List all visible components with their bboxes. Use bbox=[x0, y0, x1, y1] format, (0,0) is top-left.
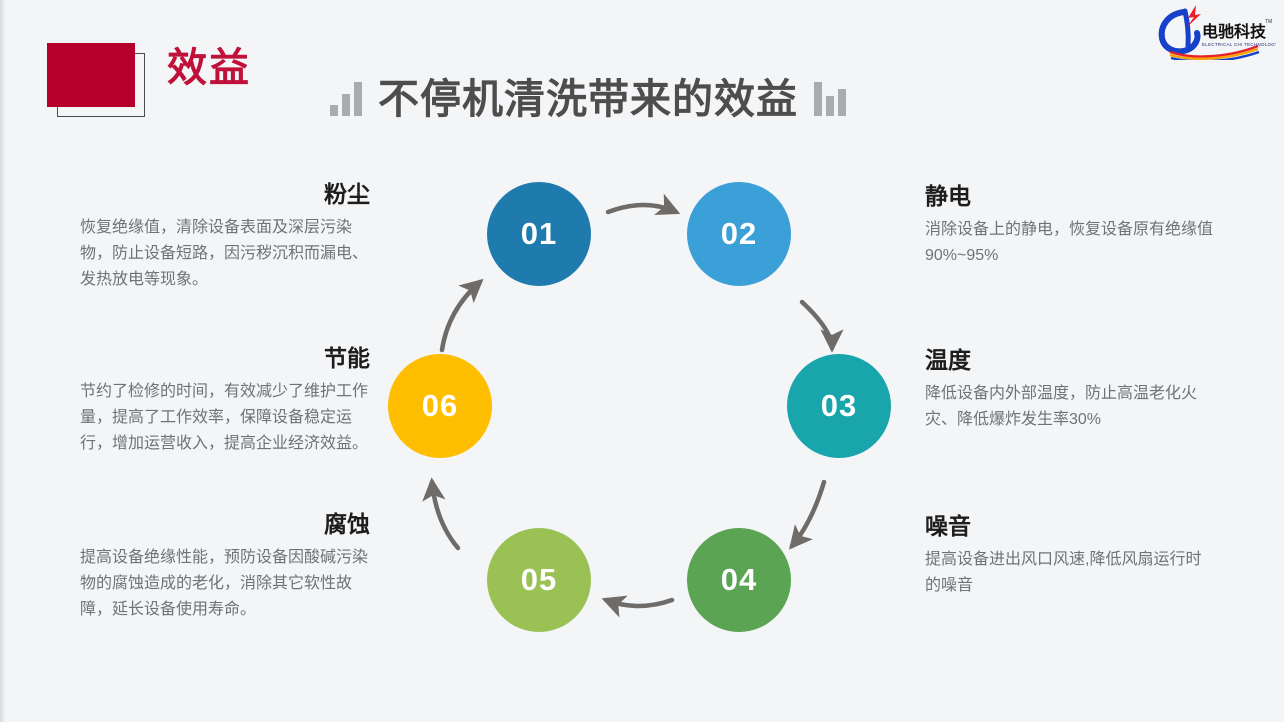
benefit-block-corrosion: 腐蚀 提高设备绝缘性能，预防设备因酸碱污染物的腐蚀造成的老化，消除其它软性故障，… bbox=[80, 511, 370, 623]
cycle-node-01[interactable]: 01 bbox=[487, 182, 591, 286]
kicker-badge bbox=[47, 43, 145, 117]
cycle-node-03[interactable]: 03 bbox=[787, 354, 891, 458]
cycle-node-03-label: 03 bbox=[820, 388, 858, 423]
arrow-01-to-02 bbox=[605, 193, 681, 215]
benefit-block-temperature: 温度 降低设备内外部温度，防止高温老化火灾、降低爆炸发生率30% bbox=[925, 347, 1215, 433]
kicker-red-square bbox=[47, 43, 135, 107]
logo-en-text: ELECTRICAL CHI TECHNOLOGY bbox=[1202, 42, 1276, 47]
cycle-node-04[interactable]: 04 bbox=[687, 528, 791, 632]
arrow-03-to-04 bbox=[789, 479, 827, 550]
benefit-body-dust: 恢复绝缘值，清除设备表面及深层污染物，防止设备短路，因污秽沉积而漏电、发热放电等… bbox=[80, 219, 369, 289]
arrow-04-to-05 bbox=[601, 595, 675, 618]
arrow-05-to-06 bbox=[422, 477, 461, 551]
benefit-body-noise: 提高设备进出风口风速,降低风扇运行时的噪音 bbox=[925, 551, 1202, 595]
cycle-node-05[interactable]: 05 bbox=[487, 528, 591, 632]
cycle-node-02-label: 02 bbox=[720, 216, 758, 251]
cycle-node-06-label: 06 bbox=[421, 388, 459, 423]
benefit-body-energy: 节约了检修的时间，有效减少了维护工作量，提高了工作效率，保障设备稳定运行，增加运… bbox=[80, 383, 369, 453]
arrow-06-to-01 bbox=[439, 278, 484, 353]
logo-tm-text: TM bbox=[1265, 19, 1272, 25]
benefit-title-temperature: 温度 bbox=[925, 347, 971, 373]
benefit-title-energy: 节能 bbox=[324, 345, 370, 371]
company-logo: 电驰科技 ELECTRICAL CHI TECHNOLOGY TM bbox=[1154, 2, 1278, 63]
page-title: 不停机清洗带来的效益 bbox=[378, 75, 798, 122]
benefit-title-static: 静电 bbox=[925, 183, 971, 209]
bar-chart-icon-left bbox=[330, 82, 362, 116]
arrow-02-to-03 bbox=[799, 299, 844, 353]
cycle-node-02[interactable]: 02 bbox=[687, 182, 791, 286]
benefit-title-dust: 粉尘 bbox=[324, 181, 370, 207]
bar-chart-icon-right bbox=[814, 82, 846, 116]
logo-cn-text: 电驰科技 bbox=[1202, 22, 1267, 41]
cycle-node-01-label: 01 bbox=[520, 216, 558, 251]
cycle-node-06[interactable]: 06 bbox=[388, 354, 492, 458]
benefit-body-corrosion: 提高设备绝缘性能，预防设备因酸碱污染物的腐蚀造成的老化，消除其它软性故障，延长设… bbox=[80, 549, 369, 619]
kicker-label: 效益 bbox=[167, 46, 251, 90]
benefit-body-temperature: 降低设备内外部温度，防止高温老化火灾、降低爆炸发生率30% bbox=[925, 385, 1198, 429]
benefit-block-energy: 节能 节约了检修的时间，有效减少了维护工作量，提高了工作效率，保障设备稳定运行，… bbox=[80, 345, 370, 457]
benefit-title-noise: 噪音 bbox=[925, 513, 971, 539]
headline-group: 不停机清洗带来的效益 bbox=[330, 64, 846, 134]
slide-left-edge bbox=[0, 0, 5, 722]
benefit-title-corrosion: 腐蚀 bbox=[324, 511, 370, 537]
benefit-block-static: 静电 消除设备上的静电，恢复设备原有绝缘值90%~95% bbox=[925, 183, 1215, 269]
benefit-body-static: 消除设备上的静电，恢复设备原有绝缘值90%~95% bbox=[925, 221, 1214, 265]
cycle-node-05-label: 05 bbox=[520, 562, 558, 597]
cycle-diagram: 01 02 03 04 05 06 bbox=[380, 170, 900, 650]
benefit-block-noise: 噪音 提高设备进出风口风速,降低风扇运行时的噪音 bbox=[925, 513, 1215, 599]
benefit-block-dust: 粉尘 恢复绝缘值，清除设备表面及深层污染物，防止设备短路，因污秽沉积而漏电、发热… bbox=[80, 181, 370, 293]
cycle-node-04-label: 04 bbox=[720, 562, 758, 597]
